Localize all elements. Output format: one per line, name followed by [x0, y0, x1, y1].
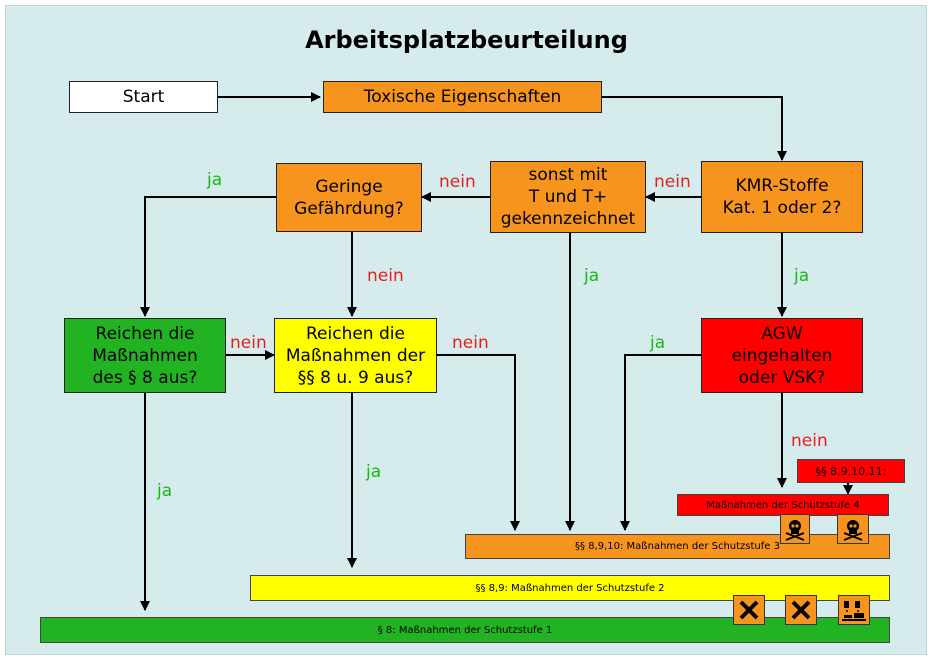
- stufe4-bar: Maßnahmen der Schutzstufe 4: [677, 494, 889, 516]
- arrow-reichen89-stufe3: [437, 354, 520, 531]
- low-hazard-node: Geringe Gefährdung?: [276, 163, 422, 232]
- measures-8-9-node: Reichen die Maßnahmen der §§ 8 u. 9 aus?: [274, 318, 437, 393]
- stufe3-bar: §§ 8,9,10: Maßnahmen der Schutzstufe 3: [465, 534, 890, 559]
- corrosive-icon: [838, 595, 870, 625]
- labeled-t-node: sonst mit T und T+ gekennzeichnet: [490, 161, 646, 233]
- arrow-toxic-kmr: [602, 96, 787, 161]
- label-ja-sonst: ja: [584, 266, 600, 286]
- kmr-substances-node: KMR-Stoffe Kat. 1 oder 2?: [701, 161, 863, 233]
- label-ja-geringe: ja: [207, 170, 223, 190]
- skull-icon: [837, 514, 869, 544]
- label-nein-sonst: nein: [439, 172, 476, 192]
- measures-8-node: Reichen die Maßnahmen des § 8 aus?: [64, 318, 226, 393]
- toxic-properties-node: Toxische Eigenschaften: [323, 81, 602, 113]
- page-title: Arbeitsplatzbeurteilung: [305, 26, 628, 54]
- label-nein-geringe: nein: [367, 266, 404, 286]
- label-ja-agw: ja: [650, 333, 666, 353]
- arrow-geringe-reichen8: [140, 196, 276, 317]
- cross-icon: [785, 595, 817, 625]
- label-nein-reichen8: nein: [230, 333, 267, 353]
- agw-node: AGW eingehalten oder VSK?: [701, 318, 863, 393]
- label-ja-reichen89: ja: [366, 462, 382, 482]
- cross-icon: [733, 595, 765, 625]
- label-ja-reichen8: ja: [157, 481, 173, 501]
- stufe4-header: §§ 8,9,10,11:: [797, 459, 905, 483]
- stufe2-bar: §§ 8,9: Maßnahmen der Schutzstufe 2: [250, 575, 890, 601]
- label-nein-kmr: nein: [654, 172, 691, 192]
- skull-icon: [780, 514, 810, 544]
- start-node: Start: [69, 81, 218, 113]
- label-ja-kmr: ja: [794, 266, 810, 286]
- arrow-agw-stufe3: [620, 354, 701, 531]
- label-nein-reichen89: nein: [452, 333, 489, 353]
- label-nein-agw: nein: [791, 431, 828, 451]
